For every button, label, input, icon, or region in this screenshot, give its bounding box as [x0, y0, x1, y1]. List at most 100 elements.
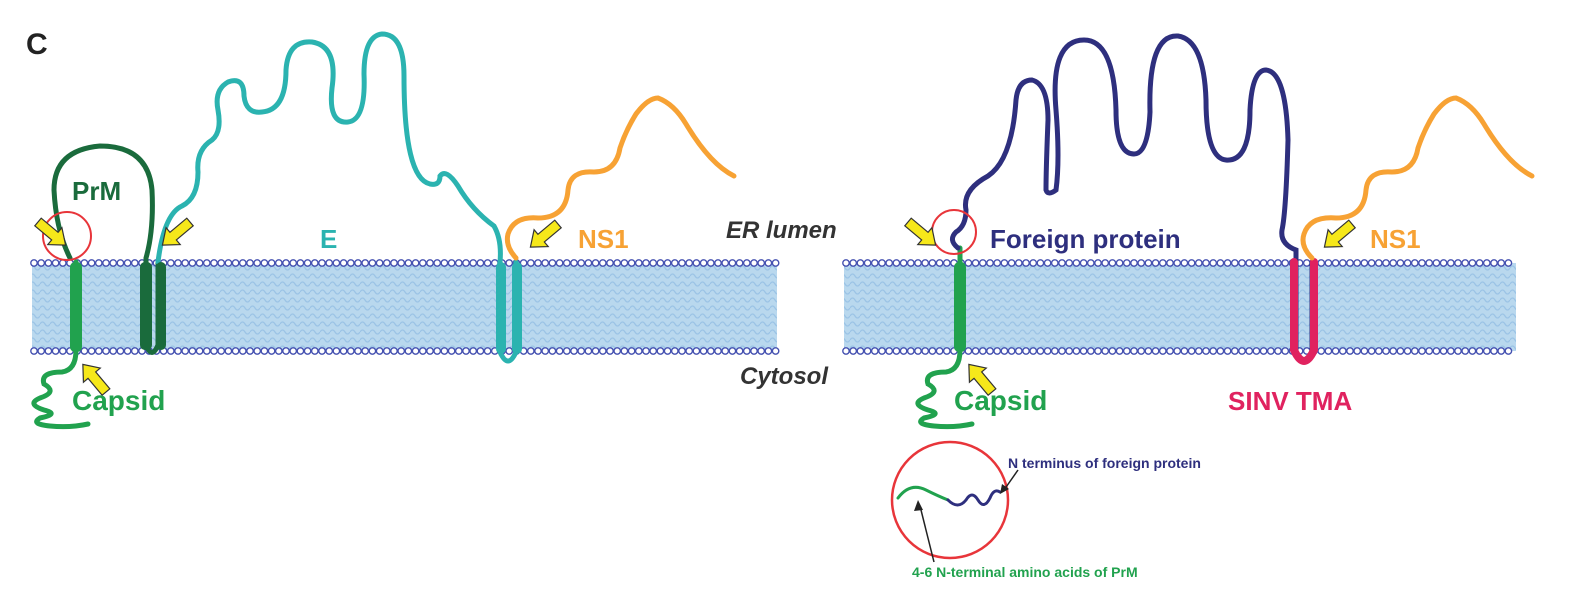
lipid-head — [656, 259, 665, 267]
lipid-head — [706, 259, 715, 267]
lipid-head — [1187, 259, 1196, 267]
inset-arrow-n — [1003, 469, 1019, 491]
lipid-head — [1072, 259, 1081, 267]
lipid-head — [102, 347, 110, 355]
lipid-head — [678, 347, 686, 355]
ns1-chain-left — [504, 95, 737, 261]
lipid-head — [613, 347, 622, 355]
lipid-head — [476, 259, 485, 267]
lipid-head — [534, 347, 542, 355]
lipid-head — [339, 347, 348, 355]
lipid-head — [404, 347, 413, 355]
lipid-head — [1410, 259, 1419, 267]
lipid-head — [210, 259, 218, 267]
lipid-head — [339, 259, 348, 267]
lipid-head — [1115, 347, 1124, 355]
lipid-head — [188, 259, 197, 267]
lipid-head — [1281, 259, 1290, 267]
foreign-protein-chain — [950, 33, 1315, 364]
lipid-head — [346, 347, 355, 355]
lipid-head — [1094, 259, 1102, 267]
lipid-head — [856, 259, 865, 267]
lipid-head — [1346, 259, 1354, 267]
lipid-head — [1374, 259, 1383, 267]
lipid-head — [123, 347, 132, 355]
lipid-head — [1130, 259, 1138, 267]
lipid-head — [1274, 259, 1282, 267]
label-ns1-right: NS1 — [1370, 224, 1421, 254]
lipid-head — [1194, 347, 1203, 355]
lipid-head — [750, 347, 758, 355]
label-e: E — [320, 224, 337, 254]
cleavage-arrows — [33, 217, 1357, 397]
lipid-head — [51, 347, 60, 355]
lipid-head — [757, 259, 766, 267]
lipid-head — [202, 259, 211, 267]
lipid-head — [174, 259, 182, 267]
lipid-head — [1497, 259, 1506, 267]
lipid-head — [1036, 259, 1045, 267]
lipid-head — [1245, 259, 1254, 267]
lipid-head — [1029, 259, 1038, 267]
lipid-head — [670, 347, 679, 355]
lipid-head — [1389, 259, 1398, 267]
lipid-head — [282, 347, 290, 355]
lipid-head — [1216, 259, 1225, 267]
capsid-tm-right — [954, 262, 966, 352]
lipid-head — [649, 347, 658, 355]
lipid-head — [195, 259, 204, 267]
lipid-head — [1079, 347, 1088, 355]
lipid-head — [885, 347, 894, 355]
lipid-head — [1259, 259, 1268, 267]
label-capsid-left: Capsid — [72, 385, 165, 416]
lipid-head — [692, 259, 701, 267]
lipid-head — [181, 347, 190, 355]
lipid-head — [44, 259, 53, 267]
lipid-head — [318, 347, 326, 355]
lipid-head — [942, 347, 951, 355]
lipid-head — [505, 347, 514, 355]
lipid-head — [1367, 259, 1376, 267]
lipid-head — [526, 259, 535, 267]
arrow-icon — [968, 363, 997, 397]
lipid-head — [1331, 259, 1340, 267]
lipid-head — [1418, 347, 1426, 355]
lipid-head — [1396, 259, 1405, 267]
lipid-head — [634, 259, 643, 267]
lipid-head — [555, 259, 564, 267]
lipid-head — [1173, 259, 1182, 267]
lipid-head — [260, 259, 269, 267]
lipid-head — [728, 259, 737, 267]
lipid-head — [123, 259, 132, 267]
lipid-head — [757, 347, 766, 355]
lipid-head — [318, 259, 326, 267]
lipid-head — [246, 259, 254, 267]
lipid-head — [1144, 259, 1153, 267]
e-chain — [155, 31, 519, 364]
inset-arrow-prm — [919, 505, 935, 563]
lipid-head — [663, 259, 672, 267]
lipid-head — [570, 347, 578, 355]
lipid-head — [721, 259, 730, 267]
lipid-head — [964, 259, 973, 267]
lipid-head — [1180, 347, 1189, 355]
lipid-head — [483, 347, 492, 355]
lipid-head — [58, 347, 67, 355]
lipid-head — [914, 347, 922, 355]
lipid-head — [1223, 259, 1232, 267]
lipid-head — [37, 347, 46, 355]
lipid-head — [1173, 347, 1182, 355]
lipid-head — [849, 347, 858, 355]
inset-foreign-strand — [946, 489, 1002, 507]
lipid-head — [935, 259, 944, 267]
lipid-head — [714, 347, 722, 355]
lipid-head — [1050, 259, 1059, 267]
lipid-head — [706, 347, 715, 355]
capsid-tm-left — [70, 262, 82, 352]
lipid-head — [771, 259, 780, 267]
lipid-head — [404, 259, 413, 267]
lipid-head — [1029, 347, 1038, 355]
lipid-head — [1382, 259, 1390, 267]
lipid-head — [1324, 259, 1333, 267]
lipid-head — [849, 259, 858, 267]
